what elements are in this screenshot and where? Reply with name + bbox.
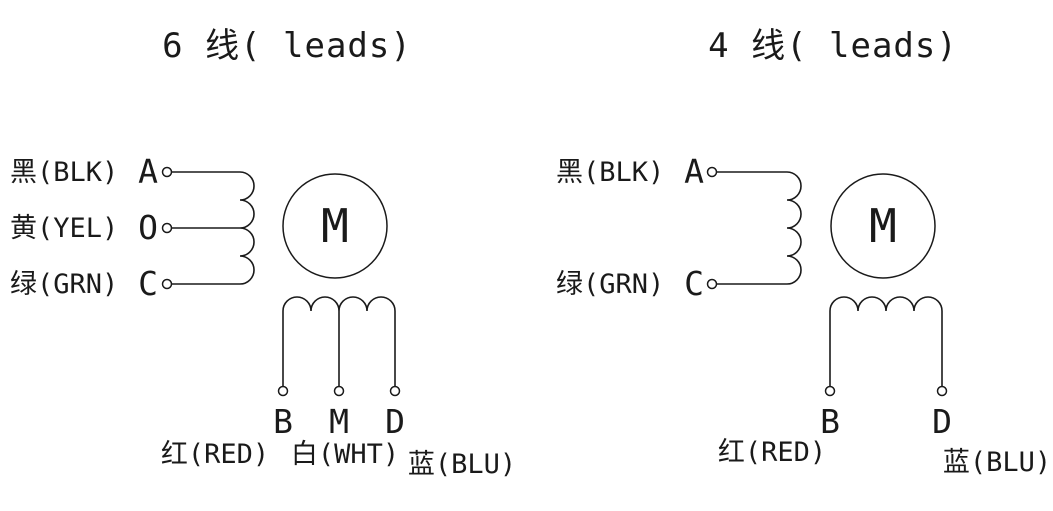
terminal-label-a: A bbox=[684, 152, 704, 191]
four-lead-diagram: 4 线( leads) 黑(BLK) A 绿(GRN) C M B bbox=[556, 26, 1051, 478]
diagram-title-six-lead: 6 线( leads) bbox=[162, 26, 412, 66]
terminal-label-d: D bbox=[385, 402, 405, 441]
terminal-label-c: C bbox=[138, 264, 158, 303]
terminal-label-c: C bbox=[684, 264, 704, 303]
phase-coil-vertical bbox=[786, 171, 802, 285]
six-lead-diagram: 6 线( leads) 黑(BLK) A 黄(YEL) O 绿(GRN) C M bbox=[10, 26, 516, 480]
terminal-circle-b bbox=[824, 385, 836, 397]
phase-coil-horizontal bbox=[282, 296, 396, 312]
wire-color-label-white: 白(WHT) bbox=[291, 439, 399, 470]
terminal-label-d: D bbox=[932, 402, 952, 441]
lead-terminal-circle-o bbox=[161, 222, 173, 234]
lead-label-black: 黑(BLK) bbox=[556, 157, 664, 188]
terminal-label-b: B bbox=[820, 402, 840, 441]
phase-coil-vertical bbox=[239, 171, 255, 285]
terminal-label-m: M bbox=[329, 402, 349, 441]
lead-terminal-circle-a bbox=[161, 166, 173, 178]
wire-color-label-blue: 蓝(BLU) bbox=[943, 447, 1051, 478]
diagram-title-four-lead: 4 线( leads) bbox=[708, 26, 958, 66]
terminal-label-b: B bbox=[273, 402, 293, 441]
lead-label-yellow: 黄(YEL) bbox=[10, 213, 118, 244]
phase-coil-horizontal bbox=[829, 296, 943, 312]
lead-terminal-circle-c bbox=[161, 278, 173, 290]
terminal-circle-m bbox=[333, 385, 345, 397]
motor-label: M bbox=[869, 199, 897, 253]
wire-color-label-red: 红(RED) bbox=[718, 437, 826, 468]
wire-color-label-red: 红(RED) bbox=[161, 439, 269, 470]
terminal-circle-d bbox=[936, 385, 948, 397]
motor-label: M bbox=[321, 199, 349, 253]
terminal-label-a: A bbox=[138, 152, 158, 191]
terminal-circle-b bbox=[277, 385, 289, 397]
wire-color-label-blue: 蓝(BLU) bbox=[408, 449, 516, 480]
lead-label-green: 绿(GRN) bbox=[556, 269, 664, 300]
motor-circle bbox=[282, 173, 388, 279]
lead-label-green: 绿(GRN) bbox=[10, 269, 118, 300]
motor-circle bbox=[830, 173, 936, 279]
lead-terminal-circle-a bbox=[706, 166, 718, 178]
lead-terminal-circle-c bbox=[706, 278, 718, 290]
terminal-label-o: O bbox=[138, 208, 158, 247]
terminal-circle-d bbox=[389, 385, 401, 397]
lead-label-black: 黑(BLK) bbox=[10, 157, 118, 188]
